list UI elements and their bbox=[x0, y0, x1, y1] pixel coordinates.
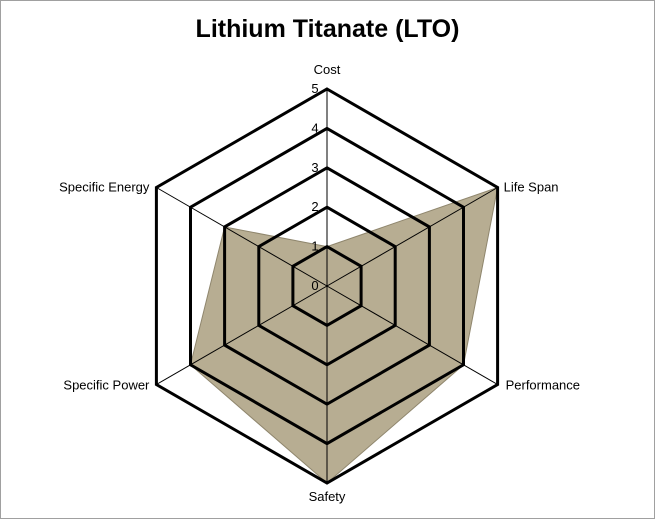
spoke-4 bbox=[156, 285, 328, 385]
category-label-5: Specific Energy bbox=[59, 180, 150, 195]
category-label-4: Specific Power bbox=[63, 378, 150, 393]
tick-label-4: 4 bbox=[311, 120, 318, 135]
chart-title: Lithium Titanate (LTO) bbox=[195, 15, 460, 43]
series-area-0 bbox=[189, 186, 499, 484]
spoke-5 bbox=[156, 187, 328, 287]
tick-label-5: 5 bbox=[311, 81, 318, 96]
category-label-0: Cost bbox=[314, 62, 341, 77]
spoke-1 bbox=[326, 187, 498, 287]
category-label-1: Life Span bbox=[504, 180, 559, 195]
series-layer bbox=[189, 186, 499, 484]
spoke-2 bbox=[326, 285, 498, 385]
tick-label-2: 2 bbox=[311, 199, 318, 214]
overlay-layer bbox=[154, 87, 500, 485]
category-label-3: Safety bbox=[309, 489, 346, 504]
category-label-2: Performance bbox=[506, 378, 580, 393]
tick-label-3: 3 bbox=[311, 160, 318, 175]
tick-label-0: 0 bbox=[311, 278, 318, 293]
tick-label-1: 1 bbox=[311, 239, 318, 254]
